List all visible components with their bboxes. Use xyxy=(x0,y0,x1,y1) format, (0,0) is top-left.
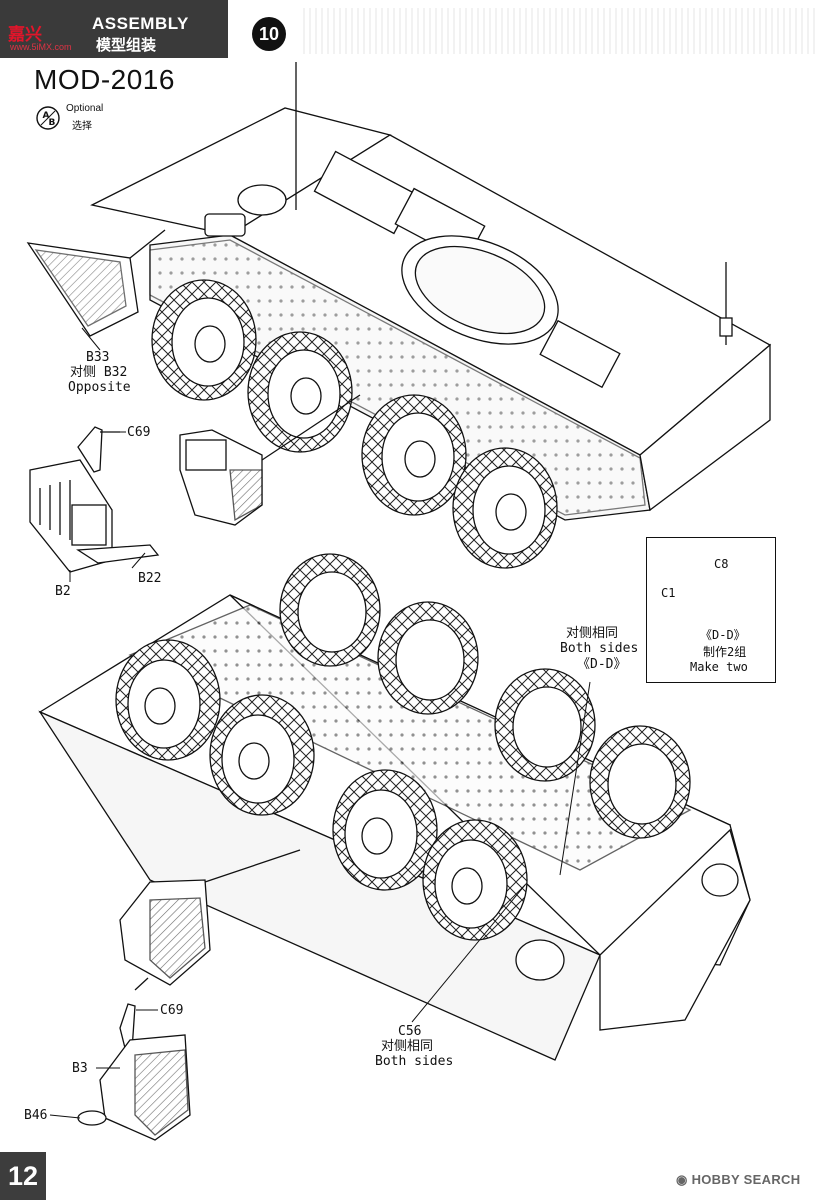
label-inset-make-en: Make two xyxy=(690,660,748,674)
section-subtitle: 模型组装 xyxy=(96,37,157,54)
watermark-logo: 嘉兴 www.5iMX.com xyxy=(4,8,84,52)
optional-label-en: Optional xyxy=(66,103,104,114)
model-title: MOD-2016 xyxy=(34,64,175,95)
wheel-4 xyxy=(452,447,558,569)
lower-wheel-2 xyxy=(377,601,479,715)
svg-text:B: B xyxy=(49,118,56,128)
wheel-3 xyxy=(361,394,467,516)
lower-mudflap-2 xyxy=(77,977,191,1141)
wheel-1 xyxy=(151,279,257,401)
label-b22: B22 xyxy=(138,571,162,586)
leader-lines xyxy=(49,327,591,1119)
label-c56: C56 xyxy=(398,1024,422,1039)
part-b33 xyxy=(26,229,166,337)
header-stripe xyxy=(303,8,818,54)
optional-label-cn: 选择 xyxy=(72,121,92,132)
lower-wheels xyxy=(115,553,691,941)
label-b2: B2 xyxy=(55,584,71,599)
watermark-logo-text: 嘉兴 xyxy=(8,25,42,44)
label-c69-bottom: C69 xyxy=(160,1003,184,1018)
label-b33-note-en: Opposite xyxy=(68,380,131,395)
lower-mudflap-1 xyxy=(119,849,301,986)
inset-dd-box xyxy=(646,537,776,683)
svg-text:A: A xyxy=(43,111,50,121)
label-both-sides-en-bottom: Both sides xyxy=(375,1054,454,1069)
part-b2-assembly xyxy=(29,426,160,573)
label-both-sides-en-top: Both sides xyxy=(560,641,639,656)
upper-wheels xyxy=(151,279,558,569)
label-b3: B3 xyxy=(72,1061,88,1076)
label-dd-ref: 《D-D》 xyxy=(577,657,627,672)
lower-wheel-1 xyxy=(279,553,381,667)
a-b-optional-icon: A B xyxy=(36,106,60,130)
label-b33-note-cn: 对侧 B32 xyxy=(70,365,128,380)
lower-wheel-8 xyxy=(422,819,528,941)
hobby-search-logo-icon: ◉ xyxy=(676,1172,692,1187)
section-header: 嘉兴 www.5iMX.com ASSEMBLY 模型组装 xyxy=(0,0,228,58)
label-both-sides-cn-bottom: 对侧相同 xyxy=(381,1039,434,1054)
label-c69-top: C69 xyxy=(127,425,151,440)
section-title: ASSEMBLY xyxy=(92,14,189,33)
lower-wheel-5 xyxy=(115,639,221,761)
footer-brand: ◉ HOBBY SEARCH xyxy=(676,1172,800,1188)
label-b46: B46 xyxy=(24,1108,48,1123)
label-b33: B33 xyxy=(86,350,110,365)
lower-wheel-4 xyxy=(589,725,691,839)
lower-wheel-3 xyxy=(494,668,596,782)
page-number: 12 xyxy=(0,1152,46,1200)
label-both-sides-cn-top: 对侧相同 xyxy=(566,626,619,641)
watermark-url: www.5iMX.com xyxy=(10,42,72,52)
label-inset-c8: C8 xyxy=(714,557,729,571)
upper-hull xyxy=(90,62,772,521)
footer-brand-text: HOBBY SEARCH xyxy=(691,1172,801,1187)
lower-wheel-6 xyxy=(209,694,315,816)
lower-wheel-7 xyxy=(332,769,438,891)
step-number: 10 xyxy=(252,17,286,51)
label-inset-c1: C1 xyxy=(661,586,676,600)
label-inset-make-cn: 制作2组 xyxy=(703,645,747,659)
mudflap-part xyxy=(179,394,361,526)
label-inset-dd: 《D-D》 xyxy=(700,628,746,642)
wheel-2 xyxy=(247,331,353,453)
